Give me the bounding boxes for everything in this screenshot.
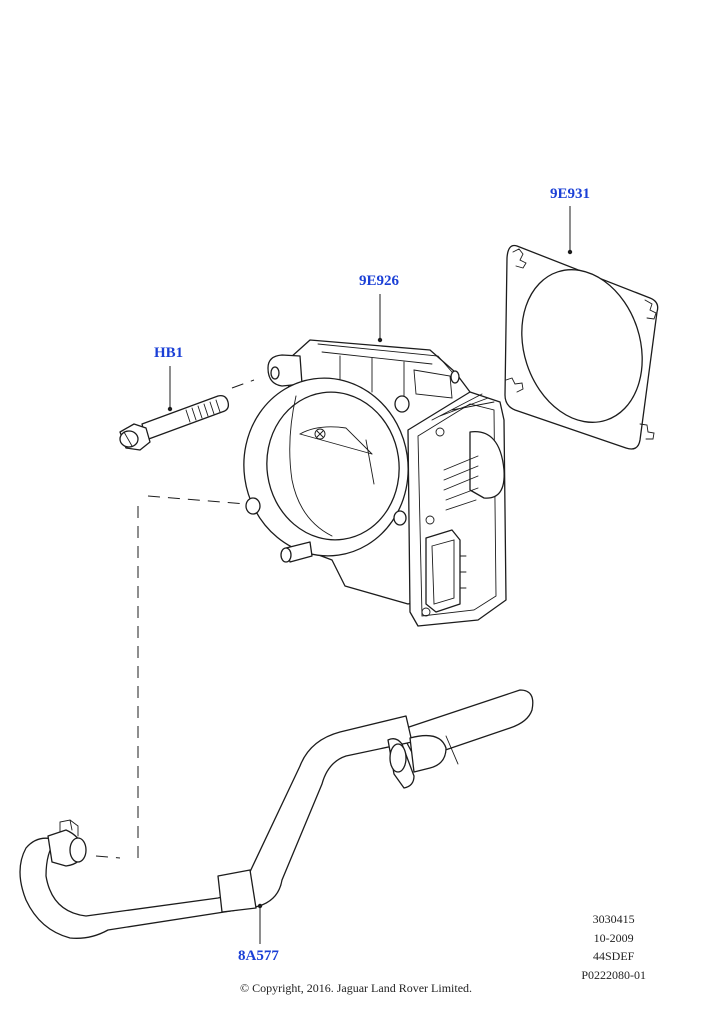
hose-8a577[interactable] <box>19 689 534 939</box>
metadata-line: 3030415 <box>592 912 635 926</box>
illustration-metadata: 3030415 10-2009 44SDEF P0222080-01 <box>581 910 646 984</box>
metadata-line: P0222080-01 <box>581 967 646 982</box>
copyright-notice: © Copyright, 2016. Jaguar Land Rover Lim… <box>239 981 473 995</box>
metadata-line: 44SDEF <box>592 949 635 963</box>
throttle-body-9e926[interactable] <box>232 339 507 627</box>
callout-9e926[interactable]: 9E926 <box>359 273 400 289</box>
bolt-hb1[interactable] <box>119 394 230 451</box>
leader-lines <box>167 206 573 944</box>
metadata-line: 10-2009 <box>593 930 634 945</box>
gasket-9e931[interactable] <box>503 244 662 450</box>
callout-9e931[interactable]: 9E931 <box>550 186 591 202</box>
callout-hb1[interactable]: HB1 <box>154 345 184 361</box>
assembly-guide-lines <box>95 379 255 860</box>
callout-8a577[interactable]: 8A577 <box>238 948 279 964</box>
